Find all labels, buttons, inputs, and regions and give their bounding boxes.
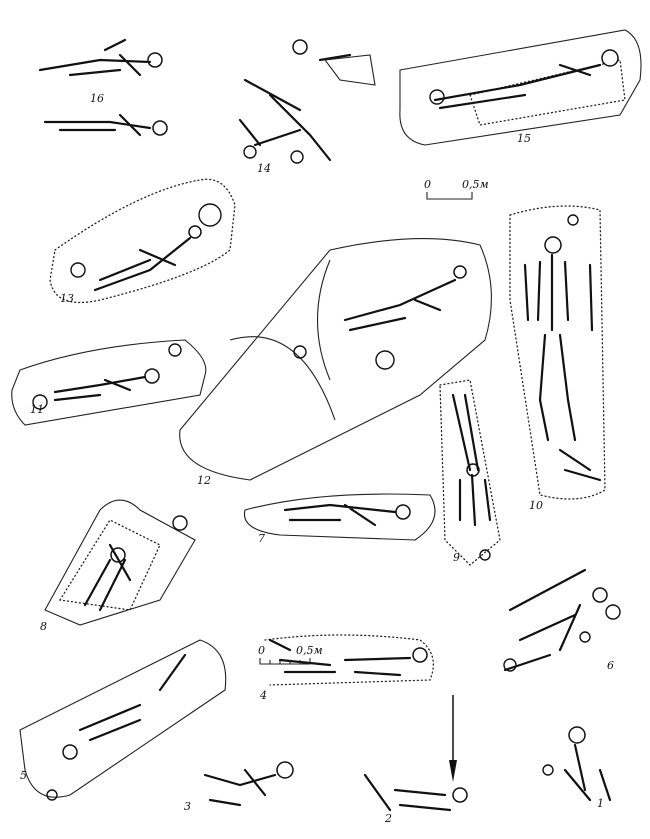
- burial-label-5: 5: [20, 769, 27, 782]
- burial-label-9: 9: [453, 551, 460, 564]
- burial-label-11: 11: [30, 403, 44, 416]
- scale-end-label: 0,5м: [462, 178, 489, 191]
- pit-outline-11: [11, 339, 207, 426]
- skeleton-16a: [38, 38, 163, 77]
- scale-bar-middle: 0 0,5м: [258, 644, 323, 665]
- pit-outline-13: [49, 178, 236, 304]
- scale-start-label: 0: [258, 644, 265, 657]
- burial-label-7: 7: [258, 532, 265, 545]
- skeleton-2: [363, 773, 468, 812]
- pit-inner-8: [58, 519, 161, 611]
- skeleton-6: [503, 568, 621, 672]
- skeleton-12: [293, 265, 467, 370]
- skeleton-5: [46, 653, 187, 801]
- skeleton-1: [542, 726, 612, 802]
- skeleton-8: [83, 515, 188, 612]
- skeleton-14: [238, 39, 376, 164]
- skeleton-13: [70, 203, 222, 292]
- skeleton-9: [451, 393, 492, 561]
- skeleton-4: [268, 638, 428, 677]
- skeleton-7: [283, 503, 411, 527]
- scale-bar-top: 0 0,5м: [424, 178, 489, 200]
- pit-outline-8: [44, 499, 196, 626]
- burial-label-1: 1: [597, 797, 604, 810]
- burial-label-2: 2: [384, 812, 392, 825]
- pit-outline-7: [243, 493, 436, 541]
- pit-inner-15: [469, 59, 626, 126]
- pit-divider-12: [229, 259, 336, 421]
- skeleton-15: [429, 49, 619, 110]
- pit-outline-10: [509, 205, 606, 500]
- burial-labels: 1 2 3 4 5 6 7 8 9 10 11 12 13 14 15 16: [20, 92, 614, 825]
- skeleton-16b: [43, 113, 168, 137]
- burial-label-16: 16: [90, 92, 104, 105]
- burial-label-10: 10: [529, 499, 543, 512]
- burial-label-4: 4: [259, 689, 267, 702]
- burial-label-12: 12: [197, 474, 211, 487]
- skeleton-10: [523, 214, 602, 482]
- skeleton-3: [203, 761, 294, 807]
- pit-outline-15: [399, 29, 642, 146]
- burial-label-15: 15: [517, 132, 531, 145]
- pit-outline-12: [179, 238, 492, 481]
- burial-label-8: 8: [40, 620, 47, 633]
- pit-outline-5: [19, 639, 227, 798]
- skeleton-11: [32, 343, 182, 410]
- burial-label-6: 6: [607, 659, 614, 672]
- burial-label-3: 3: [184, 800, 191, 813]
- burial-label-13: 13: [60, 292, 74, 305]
- burial-label-14: 14: [257, 162, 271, 175]
- scale-end-label: 0,5м: [296, 644, 323, 657]
- pit-outline-9: [439, 379, 501, 566]
- scale-start-label: 0: [424, 178, 431, 191]
- north-arrow-icon: [449, 695, 457, 782]
